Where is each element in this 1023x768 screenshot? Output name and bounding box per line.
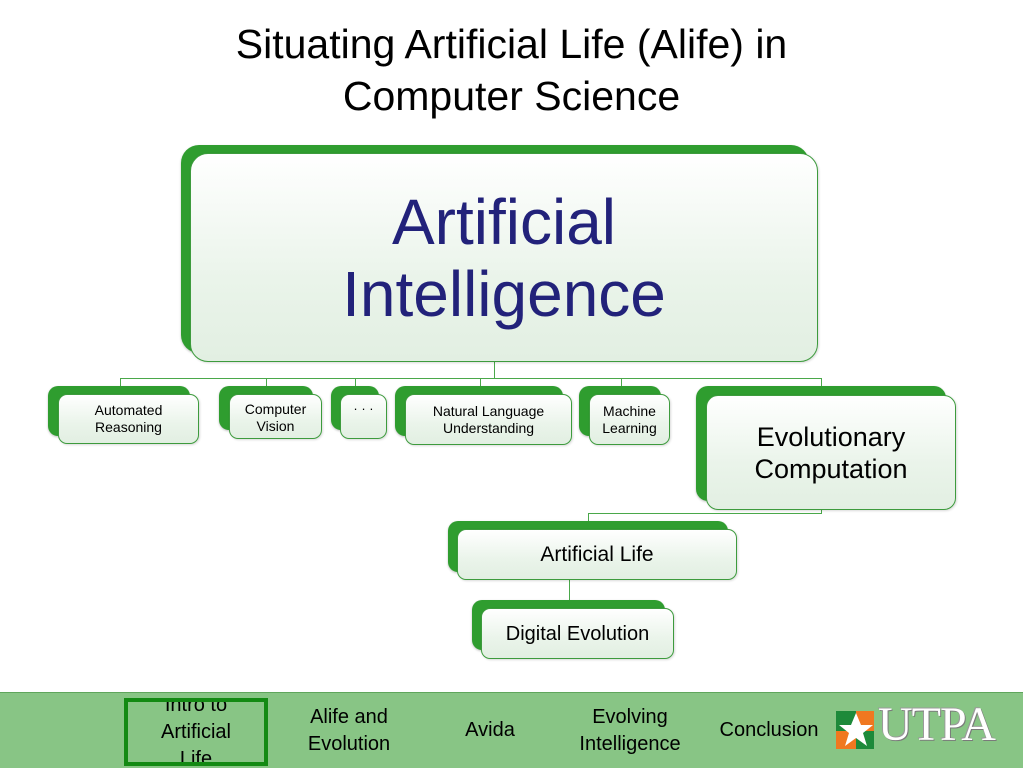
connector bbox=[588, 513, 589, 522]
connector bbox=[588, 513, 822, 514]
connector bbox=[494, 362, 495, 378]
connector bbox=[569, 576, 570, 592]
utpa-logo-text: UTPA bbox=[878, 698, 996, 751]
footer-nav-bar: Intro to Artificial Life Alife and Evolu… bbox=[0, 692, 1023, 768]
nav-evolving-intelligence[interactable]: Evolving Intelligence bbox=[579, 705, 681, 755]
connector bbox=[120, 378, 121, 387]
connector bbox=[821, 378, 822, 387]
utpa-logo bbox=[836, 701, 1008, 751]
connector bbox=[266, 378, 267, 387]
connector bbox=[120, 378, 822, 379]
nav-alife-and-evolution[interactable]: Alife and Evolution bbox=[307, 705, 391, 755]
connector bbox=[621, 378, 622, 387]
connector bbox=[569, 592, 570, 600]
star-icon bbox=[836, 711, 874, 749]
connector bbox=[355, 378, 356, 387]
connector bbox=[480, 378, 481, 387]
nav-conclusion[interactable]: Conclusion bbox=[719, 719, 819, 741]
nav-intro-to-artificial-life[interactable]: Intro to Artificial Life bbox=[124, 698, 268, 766]
slide-title: Situating Artificial Life (Alife) in Com… bbox=[235, 21, 788, 119]
nav-avida[interactable]: Avida bbox=[465, 719, 515, 741]
